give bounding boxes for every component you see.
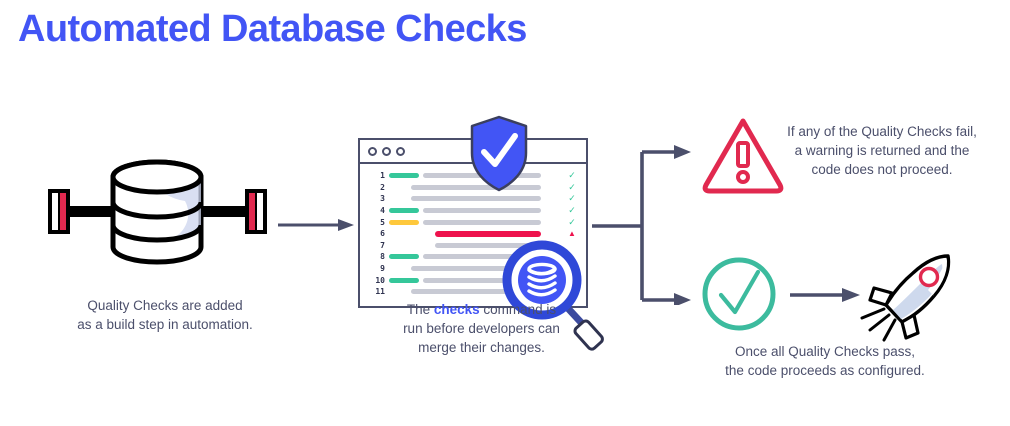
code-line-number: 3 [380,194,385,204]
code-line-marker: ✓ [568,205,576,216]
code-line-number: 4 [380,206,385,216]
code-caption: The checks command is run before develop… [374,300,589,357]
code-line-bar [411,266,541,272]
database-caption-line1: Quality Checks are added [87,298,243,313]
database-cylinder-icon [45,155,270,275]
code-line-tag [389,173,419,179]
success-caption: Once all Quality Checks pass, the code p… [700,342,950,380]
success-caption-line1: Once all Quality Checks pass, [734,344,916,359]
success-check-circle-icon [700,255,778,333]
code-line-marker: ✓ [568,216,576,227]
magnifier-database-icon [502,240,607,355]
code-line-row: 9 [368,263,578,275]
shield-check-icon [468,115,530,193]
code-line-row: 7 [368,240,578,252]
code-line-marker: ✓ [568,193,576,204]
warning-caption-line1: If any of the Quality Checks fail, [787,124,977,139]
code-caption-prefix: The [406,302,434,317]
code-line-number: 9 [380,264,385,274]
code-line-row: 10 [368,274,578,286]
warning-caption-line3: code does not proceed. [811,162,953,177]
window-dot-1-icon [368,146,377,156]
code-line-bar [423,219,541,225]
warning-caption: If any of the Quality Checks fail, a war… [757,122,1007,179]
success-caption-line2: the code proceeds as configured. [725,363,925,378]
window-dot-3-icon [396,146,405,156]
page-title: Automated Database Checks [18,8,527,50]
code-line-bar [435,231,541,237]
window-dot-2-icon [382,146,391,156]
code-caption-line1: The checks command is [374,300,589,319]
code-line-number: 1 [380,171,385,181]
code-line-number: 7 [380,240,385,250]
rocket-icon [858,252,960,344]
code-line-number: 11 [375,287,385,297]
code-line-bar [423,208,541,214]
code-line-row: 5✓ [368,216,578,228]
code-line-bar [435,242,541,248]
code-line-tag [389,254,419,260]
code-line-tag [389,277,419,283]
code-line-marker: ▲ [568,229,576,239]
code-line-row: 11 [368,286,578,298]
code-line-bar [411,289,541,295]
code-line-row: 8 [368,251,578,263]
code-line-bar [411,184,541,190]
code-caption-suffix: command is [479,302,557,317]
code-line-marker: ✓ [568,170,576,181]
code-caption-line2: run before developers can [403,321,560,336]
code-line-number: 5 [380,217,385,227]
code-caption-line3: merge their changes. [418,340,545,355]
code-line-marker: ✓ [568,181,576,192]
code-line-row: 3✓ [368,193,578,205]
branch-arrows-icon [592,140,702,307]
warning-triangle-icon [700,115,786,195]
code-line-bar [423,254,541,260]
code-line-tag [389,208,419,214]
arrow-database-to-code-icon [278,218,358,232]
code-line-bar [411,196,541,202]
database-caption-line2: as a build step in automation. [77,317,253,332]
code-line-row: 6▲ [368,228,578,240]
code-line-bar [423,277,541,283]
code-line-number: 6 [380,229,385,239]
code-line-number: 8 [380,252,385,262]
code-line-number: 10 [375,275,385,285]
code-line-row: 2✓ [368,182,578,194]
code-caption-keyword: checks [433,302,480,317]
warning-caption-line2: a warning is returned and the [794,143,970,158]
code-line-tag [389,219,419,225]
code-line-row: 4✓ [368,205,578,217]
arrow-to-rocket-icon [790,288,862,302]
code-line-number: 2 [380,182,385,192]
database-caption: Quality Checks are added as a build step… [40,296,290,334]
